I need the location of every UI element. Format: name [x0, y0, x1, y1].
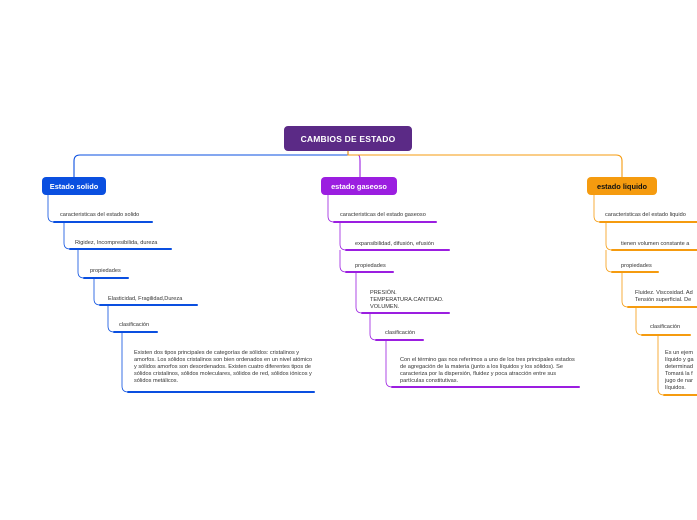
solido-propiedades-node[interactable]: propiedades	[90, 268, 121, 274]
liquido-caracteristicas-node[interactable]: caracteristicas del estado liquido	[605, 212, 686, 218]
liquido-connectors	[593, 195, 665, 396]
gaseoso-connectors	[327, 195, 393, 388]
solido-underlines	[53, 221, 315, 393]
liquido-clasificacion-node[interactable]: clasificación	[650, 324, 681, 330]
root-connectors	[73, 151, 623, 177]
gaseoso-clasificacion-node[interactable]: clasificación	[385, 330, 416, 336]
solido-clasificacion-text[interactable]: Existen dos tipos principales de categor…	[134, 350, 313, 384]
gaseoso-clasificacion-text[interactable]: Con el término gas nos referimos a uno d…	[400, 357, 575, 384]
branch-estado-solido[interactable]: Estado solido	[42, 177, 106, 195]
liquido-fluidez-node[interactable]: Fluidez. Viscosidad. Ad Tensión superfic…	[635, 290, 693, 303]
solido-rigidez-node[interactable]: Rigidez, Incompresibilida, dureza	[75, 240, 158, 246]
connector-root-liquido	[347, 151, 623, 177]
gaseoso-caracteristicas-node[interactable]: caracteristicas del estado gaseoso	[340, 212, 426, 218]
branch-estado-gaseoso[interactable]: estado gaseoso	[321, 177, 397, 195]
liquido-clasificacion-text[interactable]: Es un ejem líquido y ga determinad Tomar…	[665, 350, 694, 391]
gaseoso-expansibilidad-node[interactable]: expansibilidad, difusión, efusión	[355, 241, 434, 247]
solido-clasificacion-node[interactable]: clasificación	[119, 322, 150, 328]
solido-connectors	[47, 195, 129, 393]
root-topic[interactable]: CAMBIOS DE ESTADO	[284, 126, 412, 151]
gaseoso-underlines	[333, 221, 580, 388]
connector-root-solido	[73, 151, 349, 177]
branch-estado-liquido[interactable]: estado liquido	[587, 177, 657, 195]
solido-elasticidad-node[interactable]: Elasticidad, Fragilidad,Dureza	[108, 296, 183, 302]
solido-caracteristicas-node[interactable]: caracteristicas del estado solido	[60, 212, 140, 218]
liquido-propiedades-node[interactable]: propiedades	[621, 263, 652, 269]
gaseoso-propiedades-node[interactable]: propiedades	[355, 263, 386, 269]
liquido-volumen-node[interactable]: tienen volumen constante a	[621, 241, 690, 247]
liquido-underlines	[599, 221, 697, 396]
gaseoso-presion-node[interactable]: PRESIÓN. TEMPERATURA.CANTIDAD. VOLUMEN.	[370, 290, 444, 310]
